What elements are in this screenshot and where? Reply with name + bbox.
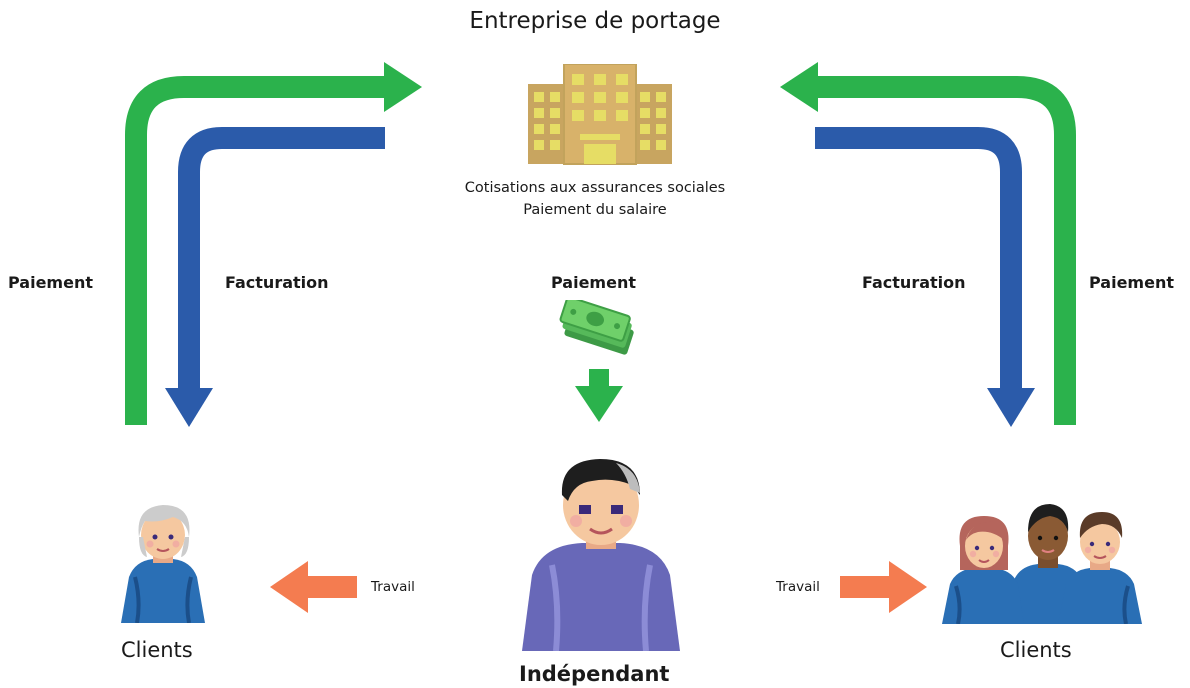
independent-label: Indépendant (519, 662, 670, 686)
right-clients-group-icon (942, 504, 1142, 624)
left-invoicing-label: Facturation (225, 273, 329, 292)
left-payment-arrowhead (384, 62, 422, 112)
company-building-icon (528, 64, 672, 165)
right-work-arrowhead (889, 561, 927, 613)
left-invoicing-arrowhead (165, 388, 213, 427)
left-invoicing-arrow (178, 127, 385, 390)
left-payment-arrow (125, 76, 385, 425)
right-payment-label: Paiement (1089, 273, 1174, 292)
center-payment-arrow (589, 369, 609, 389)
right-invoicing-arrow (815, 127, 1022, 390)
right-work-label: Travail (776, 579, 820, 595)
right-invoicing-arrowhead (987, 388, 1035, 427)
left-work-arrow (305, 576, 357, 598)
center-payment-arrowhead (575, 386, 623, 422)
right-payment-arrowhead (780, 62, 818, 112)
center-payment-label: Paiement (551, 273, 636, 292)
money-bills-icon (559, 300, 634, 355)
right-invoicing-label: Facturation (862, 273, 966, 292)
right-clients-label: Clients (1000, 638, 1072, 662)
left-work-label: Travail (371, 579, 415, 595)
company-caption-line2: Paiement du salaire (523, 202, 667, 218)
independent-person-icon (522, 459, 680, 651)
right-client-person-1 (942, 516, 1024, 624)
left-clients-label: Clients (121, 638, 193, 662)
right-payment-arrow (818, 76, 1076, 425)
right-work-arrow (840, 576, 892, 598)
left-payment-label: Paiement (8, 273, 93, 292)
right-client-person-3 (1058, 512, 1142, 624)
diagram-title: Entreprise de portage (469, 8, 721, 34)
left-client-person-icon (121, 505, 205, 623)
left-work-arrowhead (270, 561, 308, 613)
company-caption-line1: Cotisations aux assurances sociales (464, 180, 726, 196)
